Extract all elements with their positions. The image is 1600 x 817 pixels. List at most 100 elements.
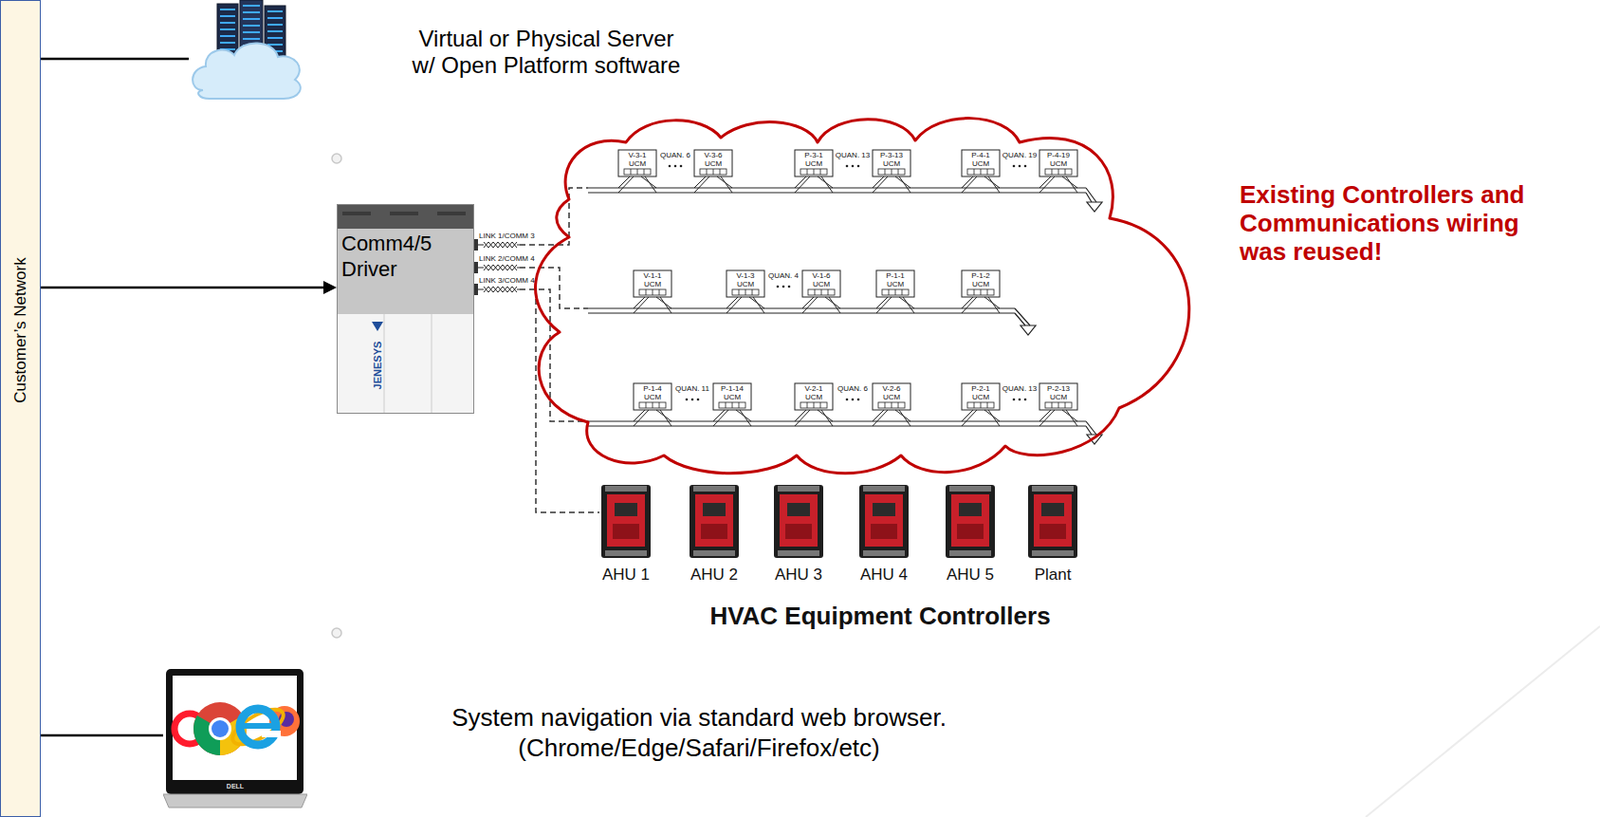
laptop-icon-part	[211, 719, 229, 737]
ellipsis-dot	[851, 165, 855, 168]
controller-name: AHU 5	[937, 565, 1004, 585]
laptop-icon-part	[241, 722, 275, 729]
terminal-strip	[1045, 402, 1072, 408]
terminal-divider	[987, 289, 989, 295]
controller-panel	[1033, 494, 1072, 547]
ellipsis-dot	[691, 398, 695, 402]
terminal-divider	[1051, 168, 1053, 175]
controller-panel	[695, 494, 734, 547]
controller-io	[700, 523, 728, 539]
terminal-divider	[884, 168, 886, 175]
jenesys-device-part	[337, 204, 475, 414]
ellipsis-dot	[674, 165, 678, 168]
terminal-strip	[800, 402, 828, 408]
laptop-icon-part	[172, 675, 297, 780]
server-icon-part	[267, 30, 283, 33]
terminal-strip	[624, 168, 651, 175]
comm-bus	[588, 187, 1097, 435]
terminal-divider	[713, 168, 715, 175]
jenesys-device-part	[389, 211, 419, 216]
server-icon-part	[267, 23, 283, 26]
terminal-divider	[645, 289, 647, 295]
server-icon-part	[242, 18, 260, 20]
ellipsis-dot	[845, 398, 849, 402]
quantity-note: QUAN. 13	[833, 150, 872, 160]
controller-display	[872, 502, 896, 516]
decor-line	[1365, 625, 1600, 817]
terminal-divider	[980, 289, 982, 295]
link-label: LINK 3/COMM 4	[478, 275, 548, 285]
controller-io	[612, 523, 640, 539]
terminal-divider	[980, 168, 982, 175]
ucm-box	[876, 270, 915, 297]
quantity-note: QUAN. 6	[656, 150, 695, 160]
terminal-divider	[813, 168, 815, 175]
jenesys-device-part	[336, 313, 475, 414]
controller-io	[785, 523, 812, 539]
controller-terminal	[863, 485, 905, 492]
laptop-icon-part	[208, 717, 232, 740]
brand-mark: JENESYS	[370, 327, 385, 404]
controller-io	[956, 523, 984, 539]
drop-wire	[713, 409, 752, 426]
ucm-box	[794, 383, 833, 410]
drop-wire	[802, 296, 841, 313]
ucm-box	[618, 149, 657, 177]
laptop-icon-part	[239, 708, 276, 745]
terminal-divider	[1051, 402, 1053, 408]
terminal-divider	[752, 289, 754, 295]
server-icon-part	[242, 37, 260, 40]
quantity-note: QUAN. 6	[833, 384, 872, 393]
terminal-divider	[891, 168, 893, 175]
terminal-divider	[974, 289, 975, 295]
connector	[40, 280, 337, 295]
connector-line	[40, 57, 189, 61]
bus-terminator	[1020, 202, 1103, 444]
ellipsis-dot	[1012, 165, 1016, 168]
jenesys-device-part	[336, 228, 475, 314]
link-label: LINK 1/COMM 3	[478, 231, 548, 240]
terminal-divider	[987, 168, 989, 175]
terminal-strip	[967, 168, 994, 175]
terminal-divider	[813, 402, 815, 408]
server-icon-part	[220, 8, 236, 11]
terminal-divider	[706, 168, 708, 175]
terminal-strip	[878, 402, 905, 408]
terminal-strip	[800, 168, 828, 175]
ucm-label: P-1-4 UCM	[635, 384, 670, 402]
ellipsis-dot	[1018, 398, 1022, 402]
ellipsis-dot	[668, 165, 672, 168]
controller-body	[859, 484, 909, 558]
controller-io	[870, 523, 898, 539]
quantity-note: QUAN. 13	[1000, 384, 1039, 393]
ucm-controllers	[618, 149, 1078, 426]
ellipsis-dot	[685, 398, 689, 402]
terminal-strip	[639, 289, 666, 295]
server-icon-part	[192, 42, 301, 99]
terminal-strip	[732, 289, 759, 295]
bus-terminator-part	[1086, 202, 1103, 212]
driver-device: Comm4/5 Driver	[336, 203, 475, 414]
terminal-divider	[645, 402, 647, 408]
ucm-label: V-3-6 UCM	[696, 150, 731, 168]
terminal-divider	[807, 402, 809, 408]
ucm-label: P-4-19 UCM	[1041, 150, 1076, 168]
controller-panel	[864, 494, 903, 547]
terminal-divider	[895, 289, 897, 295]
ellipsis-dot	[845, 165, 849, 168]
drop-wire	[872, 176, 911, 193]
server-icon-part	[267, 43, 283, 46]
terminal-strip	[699, 168, 727, 175]
drop-wire	[726, 296, 765, 313]
ellipsis-dot	[857, 398, 861, 402]
ucm-box	[1039, 149, 1078, 177]
browser-node: System navigation via standard web brows…	[163, 663, 1017, 814]
controller-body	[773, 484, 824, 558]
terminal-divider	[652, 402, 654, 408]
controller-terminal	[605, 485, 647, 492]
controller-terminal	[863, 550, 905, 556]
ucm-label: P-1-1 UCM	[878, 271, 913, 289]
jenesys-device-part	[342, 211, 371, 216]
terminal-divider	[725, 402, 727, 408]
